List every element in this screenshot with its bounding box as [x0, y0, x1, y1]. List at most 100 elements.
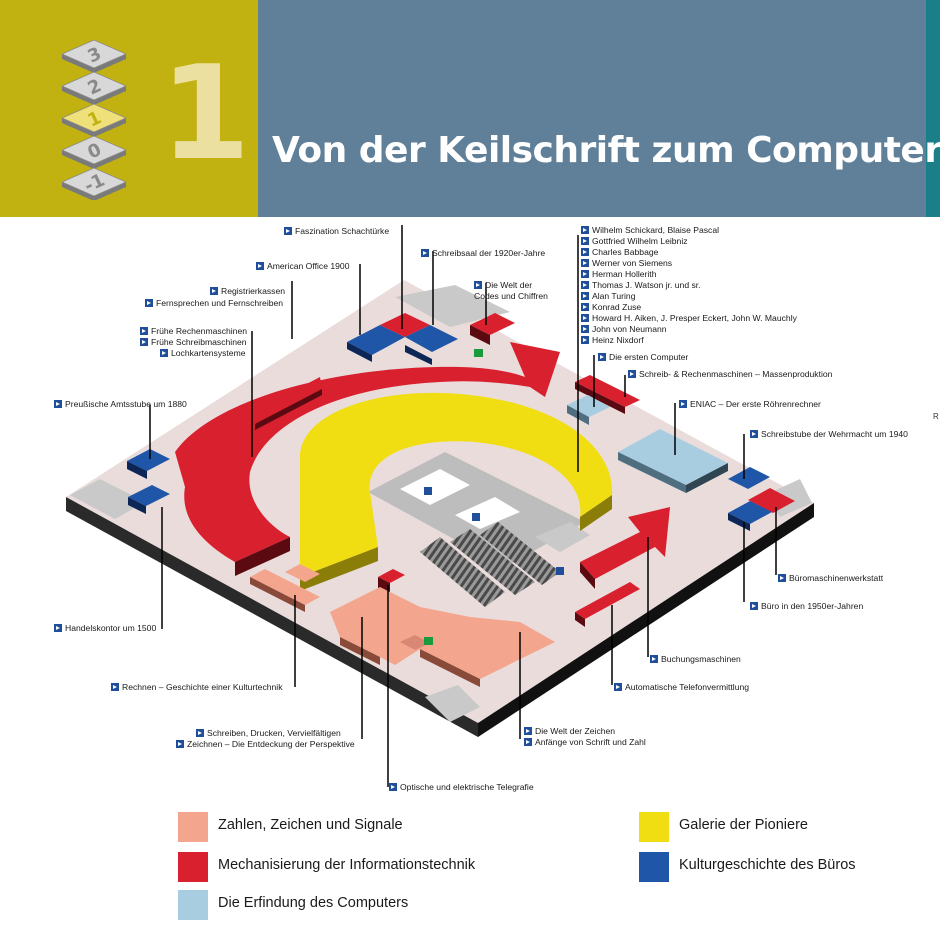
arrow-icon: [650, 655, 658, 663]
label-schreiben[interactable]: Schreiben, Drucken, Vervielfältigen: [196, 728, 341, 739]
label-optische[interactable]: Optische und elektrische Telegrafie: [389, 782, 534, 793]
arrow-icon: [598, 353, 606, 361]
pioneer-item[interactable]: Herman Hollerith: [581, 269, 656, 280]
legend-kulturgeschichte: Kulturgeschichte des Büros: [639, 852, 919, 882]
label-fernsprechen[interactable]: Fernsprechen und Fernschreiben: [145, 298, 283, 309]
arrow-icon: [140, 338, 148, 346]
info-icon: [424, 487, 432, 495]
pioneer-item[interactable]: Heinz Nixdorf: [581, 335, 644, 346]
pioneer-item[interactable]: Thomas J. Watson jr. und sr.: [581, 280, 701, 291]
arrow-icon: [256, 262, 264, 270]
kulturgeschichte-blocks: [127, 313, 772, 531]
connector-lines: [149, 225, 777, 787]
arrow-icon: [421, 249, 429, 257]
arrow-icon: [679, 400, 687, 408]
floor-plan: [66, 225, 814, 787]
header-olive-panel: [0, 0, 258, 217]
arrow-icon: [284, 227, 292, 235]
arrow-icon: [628, 370, 636, 378]
header-title-panel: [258, 0, 926, 217]
label-erste-computer[interactable]: Die ersten Computer: [598, 352, 688, 363]
legend-swatch: [639, 852, 669, 882]
label-fruehe-schreib[interactable]: Frühe Schreibmaschinen: [140, 337, 247, 348]
label-zeichnen[interactable]: Zeichnen – Die Entdeckung der Perspektiv…: [176, 739, 355, 750]
floor-plate: 3: [61, 39, 127, 73]
label-handelskontor[interactable]: Handelskontor um 1500: [54, 623, 156, 634]
arrow-icon: [581, 226, 589, 234]
label-welt-zeichen[interactable]: Die Welt der Zeichen: [524, 726, 615, 737]
arrow-icon: [54, 400, 62, 408]
label-enac[interactable]: ENIAC – Der erste Röhrenrechner: [679, 399, 821, 410]
pioneer-item[interactable]: John von Neumann: [581, 324, 667, 335]
pioneer-item[interactable]: Charles Babbage: [581, 247, 658, 258]
legend-swatch: [639, 812, 669, 842]
label-american-office[interactable]: American Office 1900: [256, 261, 349, 272]
arrow-icon: [750, 430, 758, 438]
arrow-icon: [474, 281, 482, 289]
galerie-der-pioniere: [300, 392, 613, 591]
zahlen-zeichen-blocks: [250, 564, 555, 687]
label-bueromaschinen[interactable]: Büromaschinenwerkstatt: [778, 573, 883, 584]
arrow-icon: [581, 281, 589, 289]
toilet-icon: [556, 567, 564, 575]
arrow-icon: [140, 327, 148, 335]
legend-galerie: Galerie der Pioniere: [639, 812, 919, 842]
header-teal-strip: [926, 0, 940, 217]
floor-number: 1: [160, 37, 251, 189]
arrow-icon: [145, 299, 153, 307]
floor-plate: 2: [61, 71, 127, 105]
label-lochkarten[interactable]: Lochkartensysteme: [160, 348, 246, 359]
arrow-icon: [160, 349, 168, 357]
erfindung-computer-blocks: [567, 395, 728, 493]
arrow-icon: [176, 740, 184, 748]
label-preussische[interactable]: Preußische Amtsstube um 1880: [54, 399, 187, 410]
exit-icon-2: [424, 637, 433, 645]
arrow-icon: [750, 602, 758, 610]
edge-letter: R: [933, 412, 939, 421]
label-anfaenge[interactable]: Anfänge von Schrift und Zahl: [524, 737, 646, 748]
label-buchungs[interactable]: Buchungsmaschinen: [650, 654, 741, 665]
label-rechnen[interactable]: Rechnen – Geschichte einer Kulturtechnik: [111, 682, 283, 693]
label-schreibsaal[interactable]: Schreibsaal der 1920er-Jahre: [421, 248, 545, 259]
arrow-icon: [581, 270, 589, 278]
pioneer-item[interactable]: Konrad Zuse: [581, 302, 641, 313]
arrow-icon: [54, 624, 62, 632]
label-faszination[interactable]: Faszination Schachtürke: [284, 226, 389, 237]
label-buero-1950[interactable]: Büro in den 1950er-Jahren: [750, 601, 863, 612]
arrow-icon: [581, 336, 589, 344]
pioneer-item[interactable]: Gottfried Wilhelm Leibniz: [581, 236, 688, 247]
label-schreib-rechen[interactable]: Schreib- & Rechenmaschinen – Massenprodu…: [628, 369, 832, 380]
arrow-icon: [524, 727, 532, 735]
label-wehrmacht[interactable]: Schreibstube der Wehrmacht um 1940: [750, 429, 908, 440]
page-title: Von der Keilschrift zum Computer: [272, 130, 940, 171]
arrow-icon: [389, 783, 397, 791]
legend-swatch: [178, 812, 208, 842]
label-welt-codes[interactable]: Die Welt der Codes und Chiffren: [474, 280, 548, 301]
arrow-icon: [581, 325, 589, 333]
arrow-icon: [581, 259, 589, 267]
arrow-icon: [778, 574, 786, 582]
pioneer-item[interactable]: Wilhelm Schickard, Blaise Pascal: [581, 225, 719, 236]
label-fruehe-rechen[interactable]: Frühe Rechenmaschinen: [140, 326, 247, 337]
legend-erfindung: Die Erfindung des Computers: [178, 890, 508, 920]
arrow-icon: [196, 729, 204, 737]
central-atrium: [368, 452, 590, 567]
escalators: [420, 522, 560, 607]
arrow-icon: [581, 303, 589, 311]
pioneer-item[interactable]: Alan Turing: [581, 291, 635, 302]
red-blocks: [378, 313, 795, 627]
arrow-icon: [581, 237, 589, 245]
label-registrierkassen[interactable]: Registrierkassen: [210, 286, 285, 297]
arrow-icon: [581, 292, 589, 300]
label-automatische[interactable]: Automatische Telefonvermittlung: [614, 682, 749, 693]
arrow-icon: [111, 683, 119, 691]
arrow-icon: [524, 738, 532, 746]
exit-icon: [474, 349, 483, 357]
floor-plate: 1: [61, 103, 127, 137]
pioneer-item[interactable]: Howard H. Aiken, J. Presper Eckert, John…: [581, 313, 797, 324]
arrow-icon: [581, 314, 589, 322]
legend-swatch: [178, 852, 208, 882]
pioneer-item[interactable]: Werner von Siemens: [581, 258, 672, 269]
floor-plate: 0: [61, 135, 127, 169]
legend-swatch: [178, 890, 208, 920]
